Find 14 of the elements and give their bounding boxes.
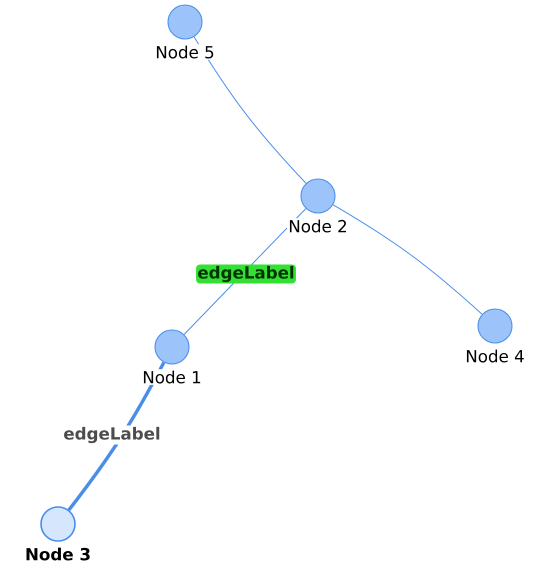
edge-line	[332, 204, 483, 315]
graph-node	[300, 178, 336, 214]
graph-node	[167, 4, 203, 40]
node-label: Node 3	[24, 546, 92, 562]
edge-line	[194, 36, 306, 184]
node-label: Node 4	[464, 348, 526, 364]
node-label: Node 5	[154, 44, 216, 60]
edge-label: edgeLabel	[196, 264, 296, 284]
node-label: Node 2	[286, 218, 350, 234]
node-label: Node 1	[140, 369, 204, 385]
graph-node	[154, 329, 190, 365]
edge-label: edgeLabel	[62, 426, 162, 444]
graph-node	[40, 506, 76, 542]
graph-node	[477, 308, 513, 344]
